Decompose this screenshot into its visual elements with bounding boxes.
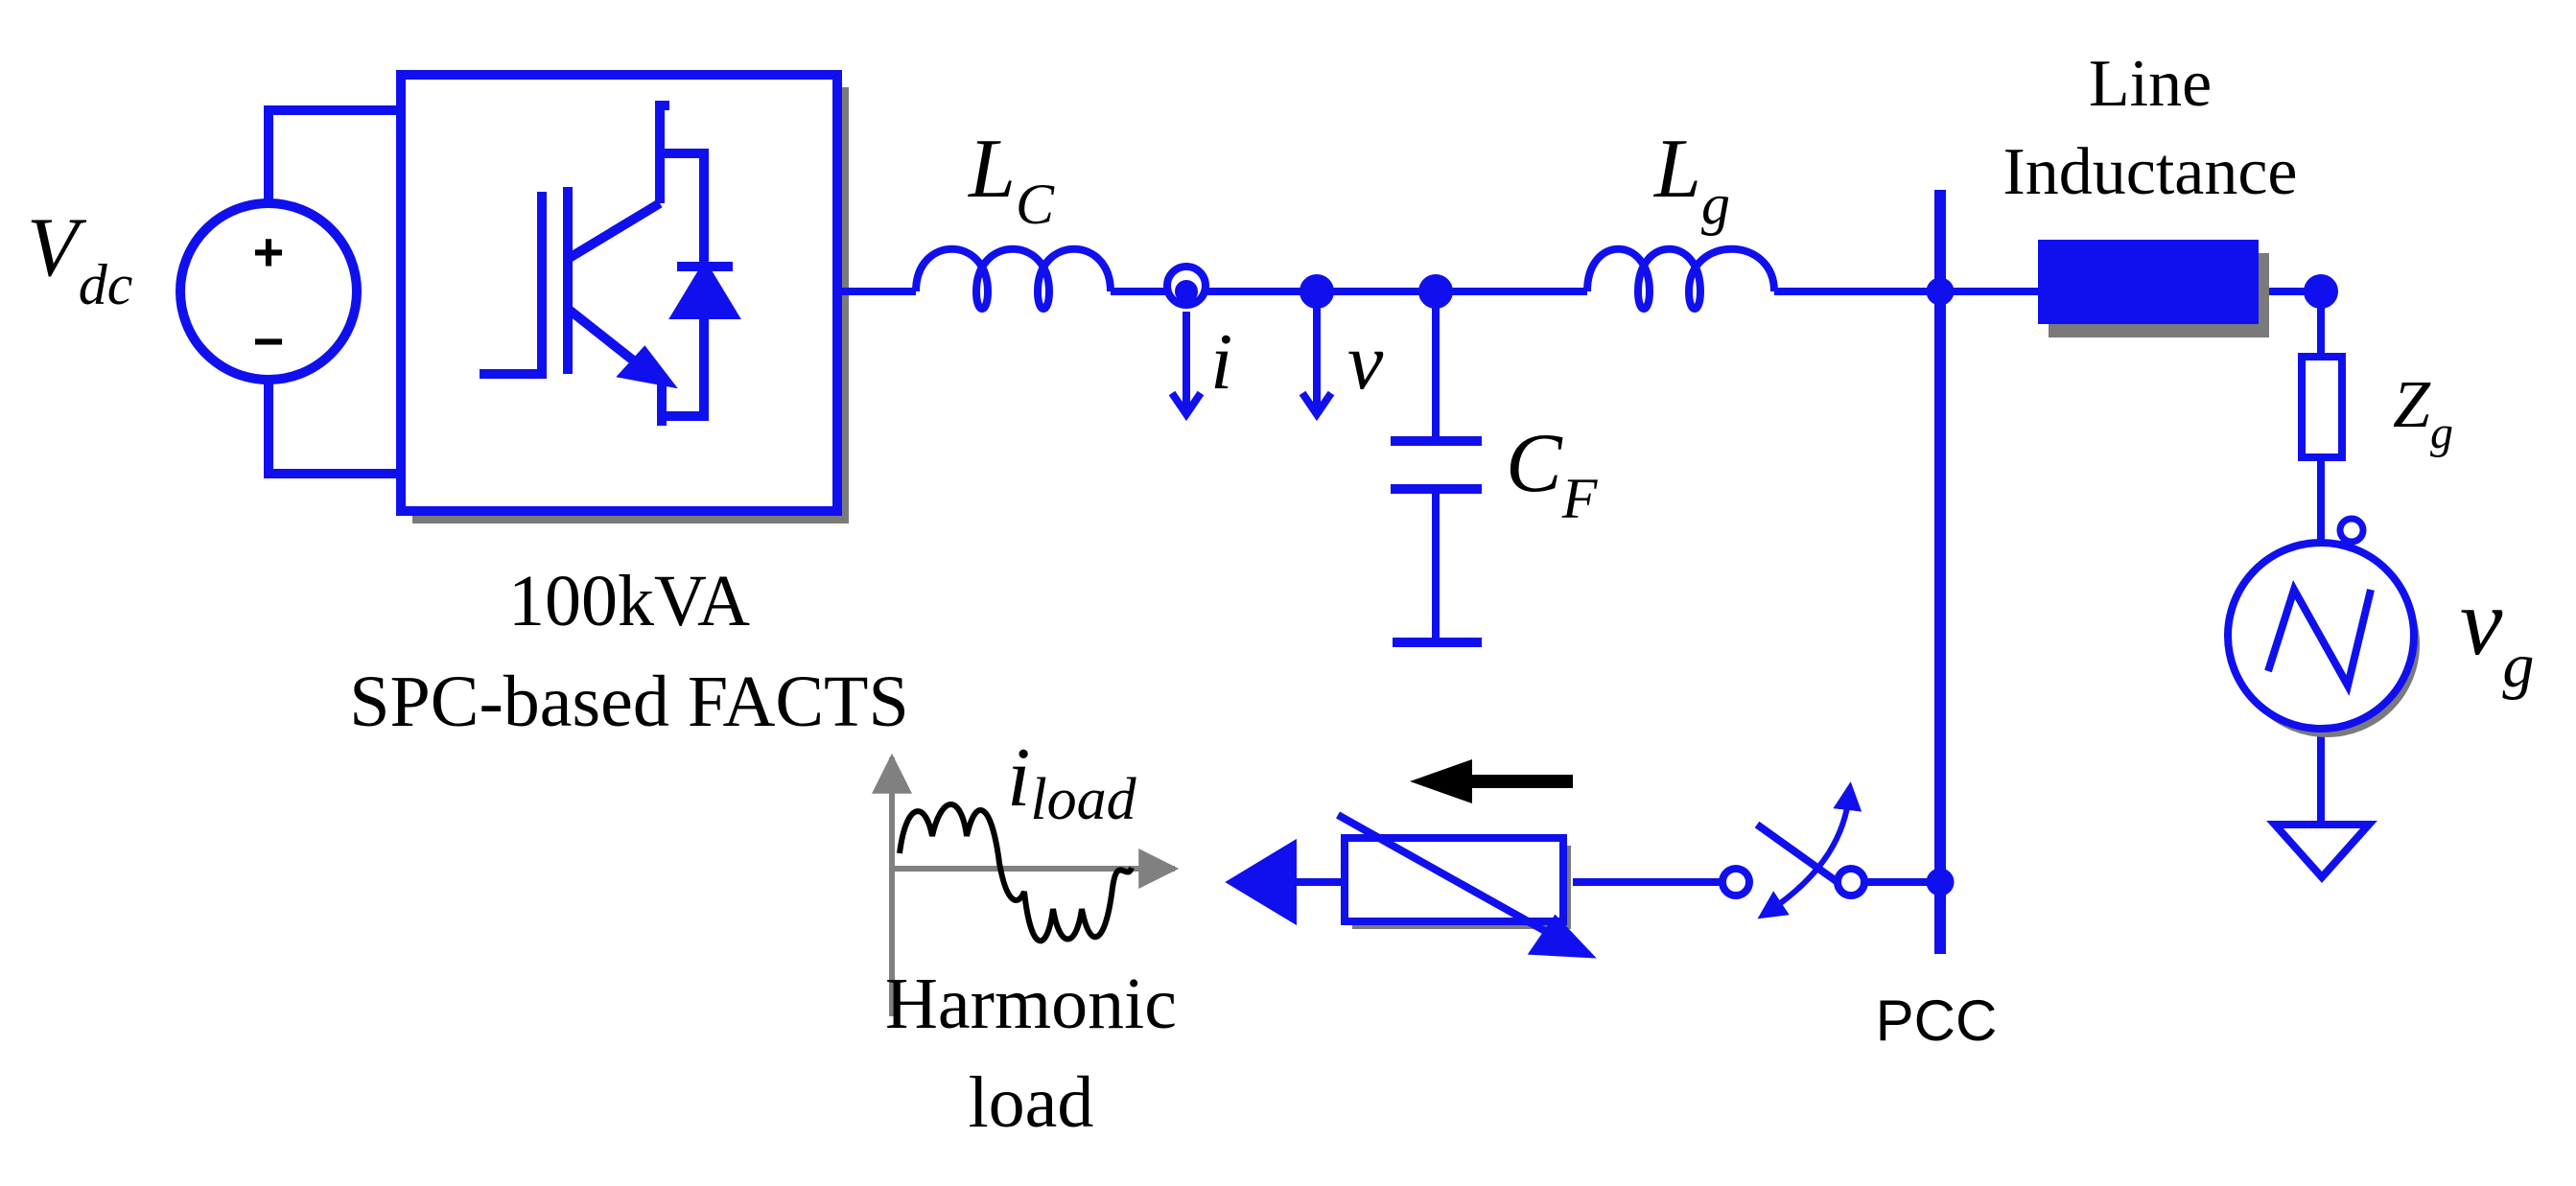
vg-label-sub: g (2502, 631, 2534, 701)
lc-label-sub: C (1016, 173, 1055, 236)
igbt-icon (480, 101, 678, 426)
diode-icon (660, 149, 741, 421)
line-inductance-label-2: Inductance (2002, 135, 2297, 209)
iload-label-sub: load (1030, 767, 1136, 832)
line-inductance-block (2038, 240, 2269, 337)
vdc-label-main: V (27, 201, 87, 294)
cf-label: CF (1506, 417, 1599, 530)
zg-label: Zg (2393, 368, 2453, 458)
dc-plus-sign: + (253, 221, 285, 282)
vg-label-main: v (2460, 569, 2503, 675)
switch-icon (1719, 781, 1868, 919)
direction-arrow-icon (1410, 759, 1573, 803)
converter-name: SPC-based FACTS (349, 662, 908, 742)
waveform-icon (872, 753, 1180, 1016)
ground-grid-icon (2266, 821, 2377, 884)
current-sensor (1163, 263, 1209, 422)
inductor-lg-icon (1583, 244, 1778, 313)
pcc-label: PCC (1876, 988, 1998, 1053)
line-inductance-label-1: Line (2089, 47, 2212, 121)
zg-label-sub: g (2430, 407, 2453, 458)
variable-resistor-icon (1225, 811, 1597, 959)
cf-label-main: C (1506, 417, 1563, 510)
lc-label-main: L (967, 123, 1016, 216)
resistor-zg-icon (2298, 353, 2346, 461)
lg-label-sub: g (1701, 173, 1730, 236)
lg-label: Lg (1652, 123, 1730, 236)
harmonic-load-label-1: Harmonic (885, 964, 1177, 1044)
lc-label: LC (967, 123, 1055, 236)
pcc-bus (1926, 190, 1955, 954)
dc-minus-sign: − (253, 311, 285, 371)
iload-label: iload (1007, 732, 1137, 832)
cf-label-sub: F (1561, 467, 1599, 530)
inductor-lc-icon (912, 244, 1114, 313)
vdc-label-sub: dc (79, 253, 133, 316)
grid-branch (2298, 274, 2346, 825)
voltage-label: v (1347, 317, 1384, 407)
converter-box (396, 70, 849, 523)
converter-rating: 100kVA (508, 561, 750, 641)
ac-source-icon (2224, 515, 2420, 737)
current-label: i (1210, 317, 1232, 407)
dc-source (176, 105, 398, 478)
capacitor-cf-icon (1391, 274, 1482, 642)
zg-label-main: Z (2393, 368, 2431, 442)
harmonic-load-label-2: load (969, 1062, 1094, 1143)
vdc-label: Vdc (27, 201, 132, 316)
voltage-node (1299, 274, 1335, 422)
iload-label-main: i (1007, 732, 1030, 825)
vg-label: vg (2460, 569, 2534, 701)
lg-label-main: L (1652, 123, 1701, 216)
